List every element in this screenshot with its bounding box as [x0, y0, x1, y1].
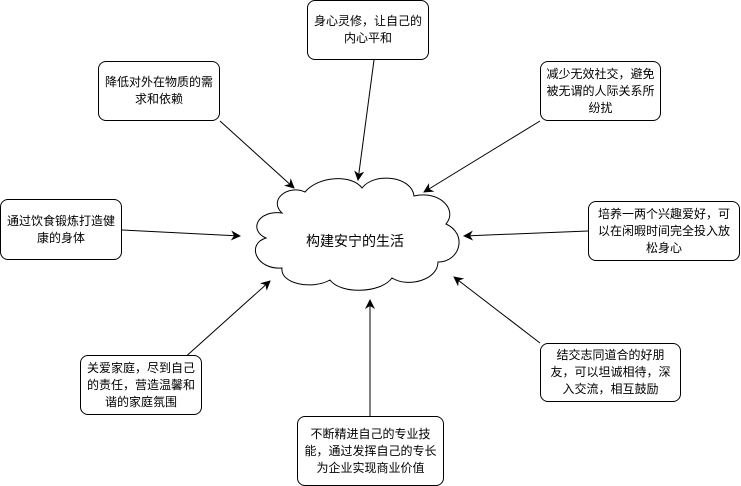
center-cloud: [254, 177, 460, 291]
arrow-right: [463, 230, 589, 241]
node-reduce-social: 减少无效社交，避免被无谓的人际关系所纷扰: [540, 61, 661, 121]
center-label: 构建安宁的生活: [306, 234, 404, 250]
node-reduce-material-needs: 降低对外在物质的需求和依赖: [98, 61, 220, 121]
node-healthy-body: 通过饮食锻炼打造健康的身体: [0, 199, 122, 260]
node-inner-peace: 身心灵修，让自己的内心平和: [307, 0, 429, 60]
arrow-top-right: [423, 120, 541, 193]
node-professional-skills: 不断精进自己的专业技能，通过发挥自己的专长为企业实现商业价值: [297, 416, 444, 486]
arrow-top: [354, 59, 375, 181]
arrow-left: [121, 229, 241, 241]
node-family: 关爱家庭，尽到自己的责任，营造温馨和谐的家庭氛围: [80, 355, 202, 415]
arrow-bottom-left: [181, 280, 271, 361]
node-friends: 结交志同道合的好朋友，可以坦诚相待，深入交流，相互鼓励: [540, 343, 681, 402]
node-hobbies: 培养一两个兴趣爱好，可以在闲暇时间完全投入放松身心: [588, 201, 740, 261]
arrow-bottom-right: [453, 276, 541, 344]
arrow-top-left: [219, 120, 295, 189]
